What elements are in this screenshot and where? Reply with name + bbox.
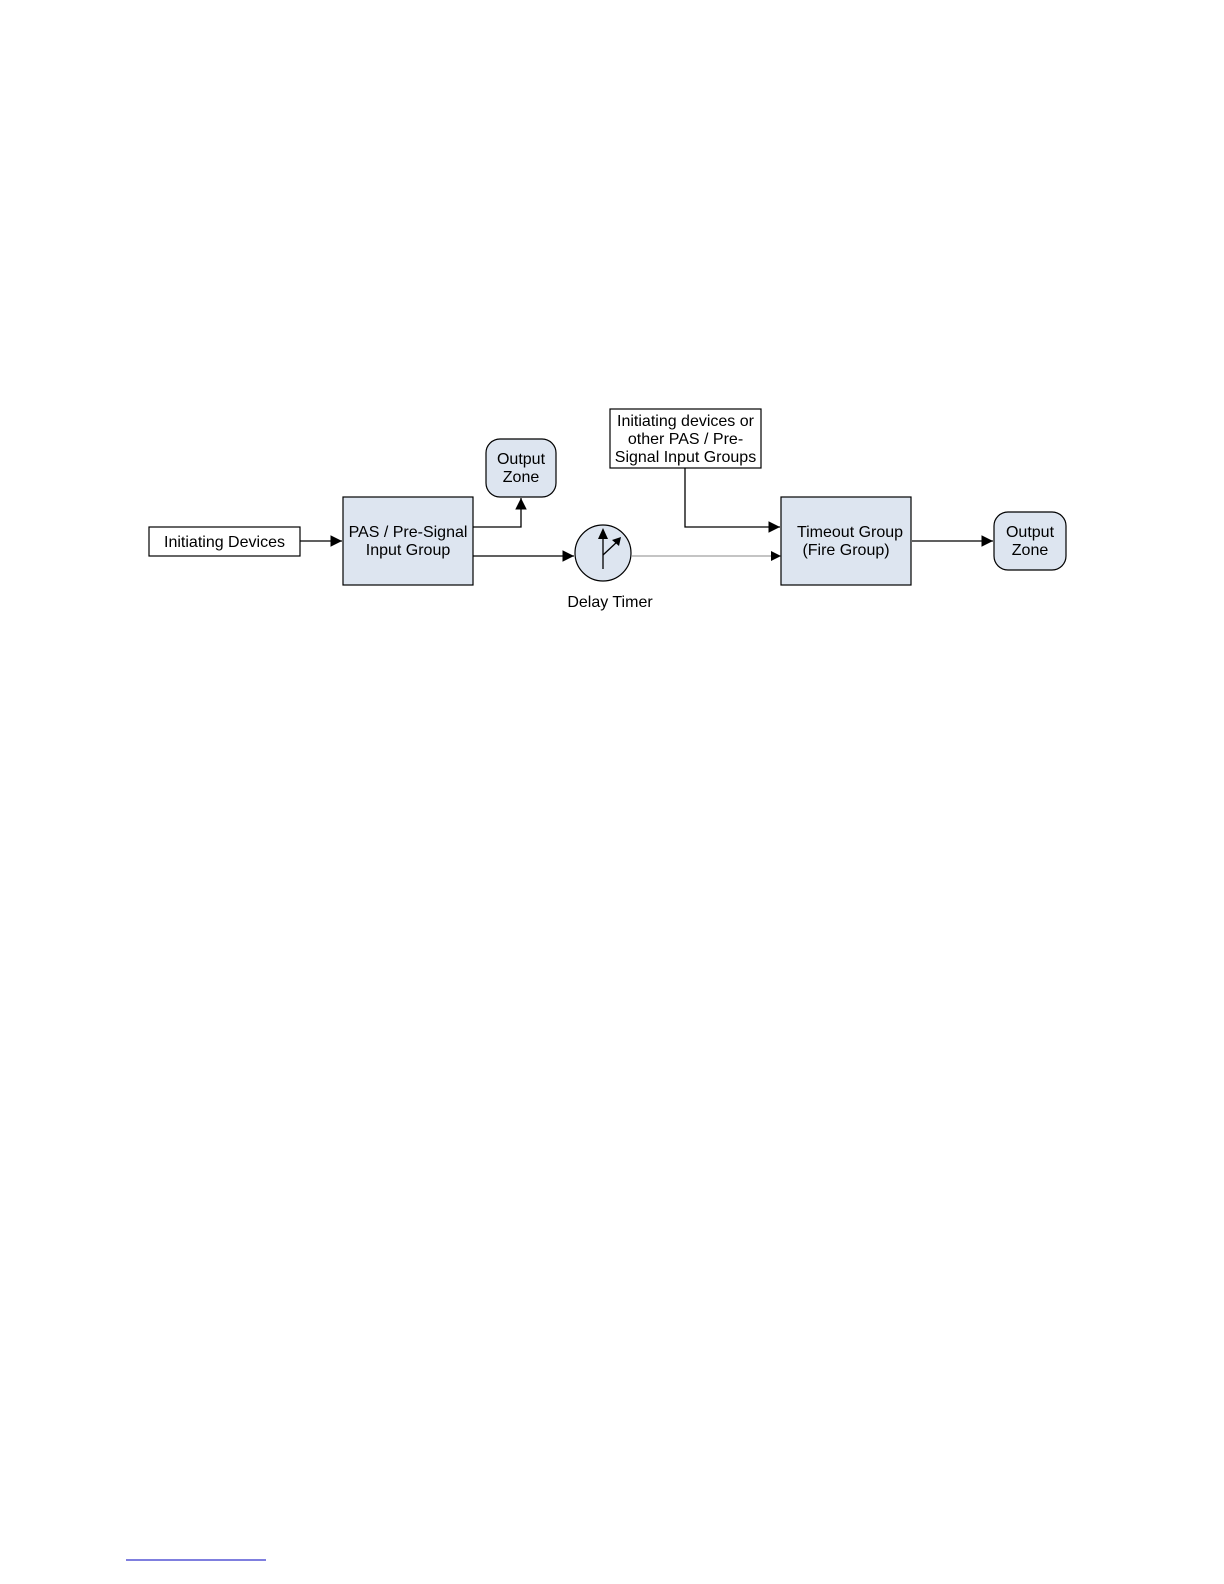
pas-group-label-line2: Input Group: [366, 542, 451, 559]
timeout-group-label-line1: Timeout Group: [797, 524, 903, 541]
node-output-zone-1: Output Zone: [486, 439, 556, 497]
node-timeout-group: Timeout Group (Fire Group): [781, 497, 911, 585]
initiating-devices-label: Initiating Devices: [164, 534, 285, 551]
node-initiating-devices: Initiating Devices: [149, 527, 300, 556]
initiating-other-label-line2: other PAS / Pre-: [628, 431, 743, 448]
edge-initiating-other-to-timeout: [685, 468, 780, 527]
timeout-group-label-line2: (Fire Group): [802, 542, 889, 559]
edge-pas-to-output-zone: [473, 498, 521, 527]
pas-group-label-line1: PAS / Pre-Signal: [349, 524, 468, 541]
delay-timer-label: Delay Timer: [567, 594, 653, 611]
node-output-zone-2: Output Zone: [994, 512, 1066, 570]
initiating-other-label-line1: Initiating devices or: [617, 413, 755, 430]
output-zone-2-label-line2: Zone: [1012, 542, 1049, 559]
output-zone-2-label-line1: Output: [1006, 524, 1055, 541]
edge-delay-timer-to-timeout-arrowhead: [771, 551, 781, 561]
output-zone-1-label-line1: Output: [497, 451, 546, 468]
node-delay-timer: Delay Timer: [567, 525, 653, 611]
node-pas-input-group: PAS / Pre-Signal Input Group: [343, 497, 473, 585]
initiating-other-label-line3: Signal Input Groups: [615, 449, 756, 466]
output-zone-1-label-line2: Zone: [503, 469, 540, 486]
node-initiating-other-groups: Initiating devices or other PAS / Pre- S…: [610, 409, 761, 468]
